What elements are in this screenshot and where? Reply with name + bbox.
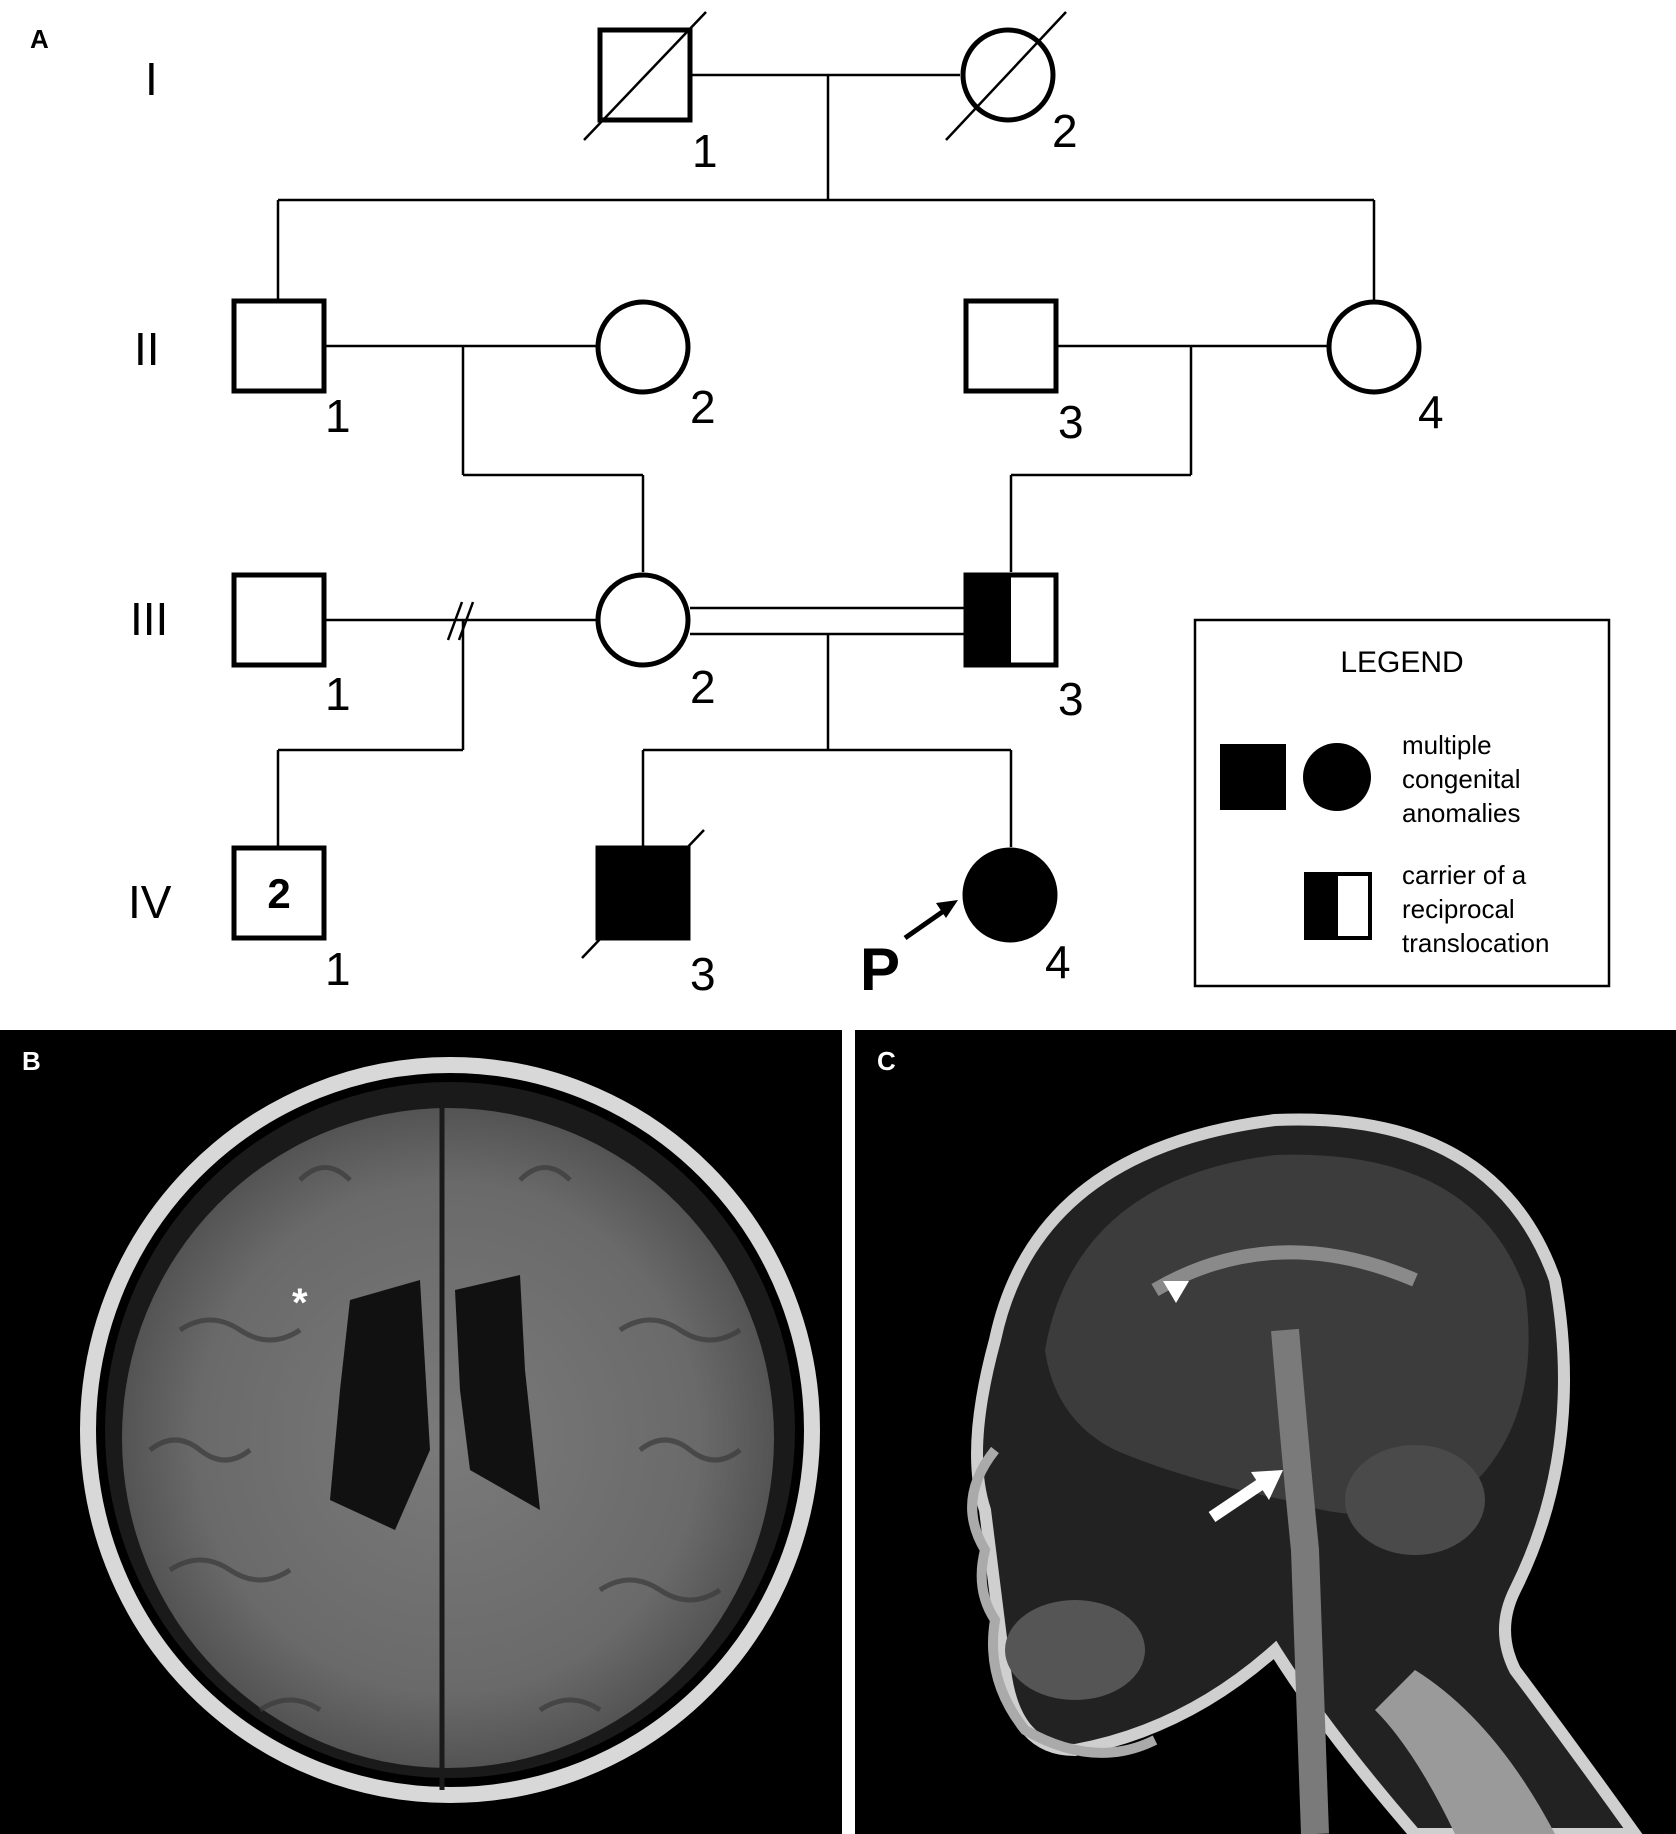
generation-label-i: I <box>145 53 158 105</box>
individual-number: 3 <box>1058 396 1084 448</box>
legend-affected-line-3: anomalies <box>1402 798 1521 828</box>
mri-asterisk-marker: * <box>292 1281 308 1325</box>
mri-axial-image: * <box>80 1057 820 1803</box>
legend-carrier-line-3: translocation <box>1402 928 1549 958</box>
individual-iii-2 <box>595 572 691 668</box>
mri-arrowhead-marker-icon <box>1163 1281 1189 1303</box>
individual-number: 4 <box>1045 936 1071 988</box>
legend-affected-line-1: multiple <box>1402 730 1492 760</box>
individual-iv-3-affected-deceased <box>581 829 705 959</box>
individual-ii-2 <box>595 299 691 395</box>
individual-number: 2 <box>690 661 716 713</box>
individual-iii-1 <box>231 572 327 668</box>
individual-number: 1 <box>692 125 718 177</box>
individual-number: 2 <box>1052 105 1078 157</box>
mri-sagittal-panel: C <box>855 1030 1676 1834</box>
individual-iv-4-proband <box>962 847 1058 943</box>
individual-number: 3 <box>690 948 716 1000</box>
generation-label-iv: IV <box>128 876 172 928</box>
individual-number: 2 <box>690 381 716 433</box>
individual-i-1 <box>583 11 707 141</box>
individual-i-2 <box>945 11 1067 141</box>
legend-affected-square-icon <box>1220 744 1286 810</box>
individual-iii-3-carrier <box>963 572 1059 668</box>
panel-label-a: A <box>30 24 49 54</box>
legend-affected-circle-icon <box>1303 743 1371 811</box>
mri-axial-panel: B <box>0 1030 842 1834</box>
panel-label-c: C <box>877 1046 896 1076</box>
legend-carrier-line-1: carrier of a <box>1402 860 1527 890</box>
generation-label-ii: II <box>134 323 160 375</box>
individual-number: 1 <box>325 390 351 442</box>
pedigree-chart: A I II III IV <box>30 11 1611 1003</box>
legend-box: LEGEND multiple congenital anomalies car… <box>1193 618 1611 988</box>
individual-number: 3 <box>1058 673 1084 725</box>
individual-number: 4 <box>1418 386 1444 438</box>
pedigree-lines <box>276 73 1376 847</box>
mri-sagittal-image <box>967 1113 1643 1834</box>
mri-arrow-marker-icon <box>1208 1470 1283 1522</box>
panel-label-b: B <box>22 1046 41 1076</box>
legend-affected-line-2: congenital <box>1402 764 1521 794</box>
individual-ii-4 <box>1326 299 1422 395</box>
generation-label-iii: III <box>130 593 168 645</box>
proband-arrow-icon <box>903 900 958 941</box>
proband-label: P <box>860 936 900 1003</box>
legend-title: LEGEND <box>1340 646 1463 679</box>
individual-iv-1 <box>231 845 327 941</box>
individual-number: 1 <box>325 668 351 720</box>
legend-carrier-line-2: reciprocal <box>1402 894 1515 924</box>
individual-ii-3 <box>963 298 1059 394</box>
individual-iv-1-count: 2 <box>267 870 290 917</box>
individual-number: 1 <box>325 943 351 995</box>
legend-carrier-icon <box>1304 872 1372 940</box>
individual-ii-1 <box>231 298 327 394</box>
